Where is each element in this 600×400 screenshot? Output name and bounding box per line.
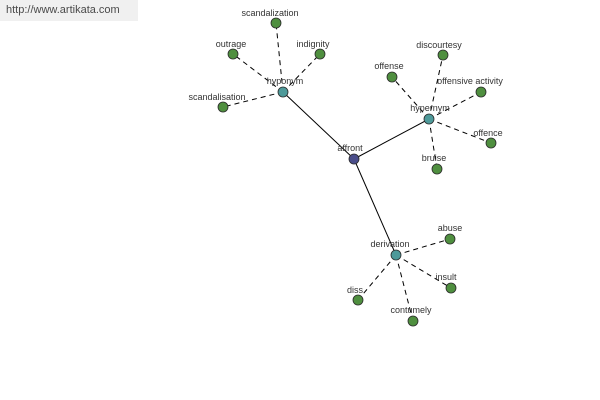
- edge-hypernym-offence: [428, 118, 492, 144]
- edge-hypernym-offensive-activity: [428, 91, 482, 120]
- edge-hyponym-outrage: [232, 53, 284, 93]
- leaf-node-discourtesy[interactable]: [437, 49, 449, 61]
- leaf-label-insult[interactable]: insult: [435, 272, 457, 282]
- edge-hyponym-indignity: [282, 53, 321, 93]
- graph-edges: [222, 22, 492, 322]
- edge-derivation-diss: [357, 254, 397, 301]
- hub-node-derivation[interactable]: [390, 249, 402, 261]
- leaf-label-offence[interactable]: offence: [473, 128, 502, 138]
- leaf-node-scandalization[interactable]: [270, 17, 282, 29]
- leaf-node-offensive-activity[interactable]: [475, 86, 487, 98]
- leaf-node-scandalisation[interactable]: [217, 101, 229, 113]
- graph-labels: scandalization outrage indignity scandalisa…: [188, 8, 503, 315]
- hub-label-derivation[interactable]: derivation: [370, 239, 409, 249]
- leaf-node-contumely[interactable]: [407, 315, 419, 327]
- leaf-label-contumely[interactable]: contumely: [390, 305, 432, 315]
- edge-affront-hyponym: [282, 91, 355, 160]
- leaf-label-outrage[interactable]: outrage: [216, 39, 247, 49]
- hub-node-hyponym[interactable]: [277, 86, 289, 98]
- leaf-label-indignity[interactable]: indignity: [296, 39, 330, 49]
- center-node-affront[interactable]: [348, 153, 360, 165]
- edge-affront-hypernym: [353, 118, 430, 160]
- leaf-label-abuse[interactable]: abuse: [438, 223, 463, 233]
- center-label-affront[interactable]: affront: [337, 143, 363, 153]
- watermark-url[interactable]: http://www.artikata.com: [0, 0, 138, 21]
- hub-label-hyponym[interactable]: hyponym: [267, 76, 304, 86]
- leaf-node-offense[interactable]: [386, 71, 398, 83]
- leaf-label-offensive-activity[interactable]: offensive activity: [437, 76, 503, 86]
- leaf-node-abuse[interactable]: [444, 233, 456, 245]
- edge-derivation-contumely: [395, 254, 414, 322]
- leaf-label-offense[interactable]: offense: [374, 61, 403, 71]
- hub-label-hypernym[interactable]: hypernym: [410, 103, 450, 113]
- leaf-label-scandalization[interactable]: scandalization: [241, 8, 298, 18]
- edge-hypernym-discourtesy: [428, 54, 444, 120]
- leaf-label-bruise[interactable]: bruise: [422, 153, 447, 163]
- leaf-label-scandalisation[interactable]: scandalisation: [188, 92, 245, 102]
- edge-hyponym-scandalisation: [222, 91, 284, 108]
- edge-derivation-abuse: [395, 238, 451, 256]
- edge-affront-derivation: [353, 158, 397, 256]
- edge-hypernym-offense: [391, 76, 430, 120]
- leaf-node-indignity[interactable]: [314, 48, 326, 60]
- leaf-label-discourtesy[interactable]: discourtesy: [416, 40, 462, 50]
- graph-nodes: [217, 17, 497, 327]
- leaf-label-diss[interactable]: diss: [347, 285, 364, 295]
- leaf-node-bruise[interactable]: [431, 163, 443, 175]
- edge-hyponym-scandalization: [275, 22, 284, 93]
- leaf-node-offence[interactable]: [485, 137, 497, 149]
- leaf-node-outrage[interactable]: [227, 48, 239, 60]
- edge-derivation-insult: [395, 254, 452, 289]
- leaf-node-diss[interactable]: [352, 294, 364, 306]
- leaf-node-insult[interactable]: [445, 282, 457, 294]
- hub-node-hypernym[interactable]: [423, 113, 435, 125]
